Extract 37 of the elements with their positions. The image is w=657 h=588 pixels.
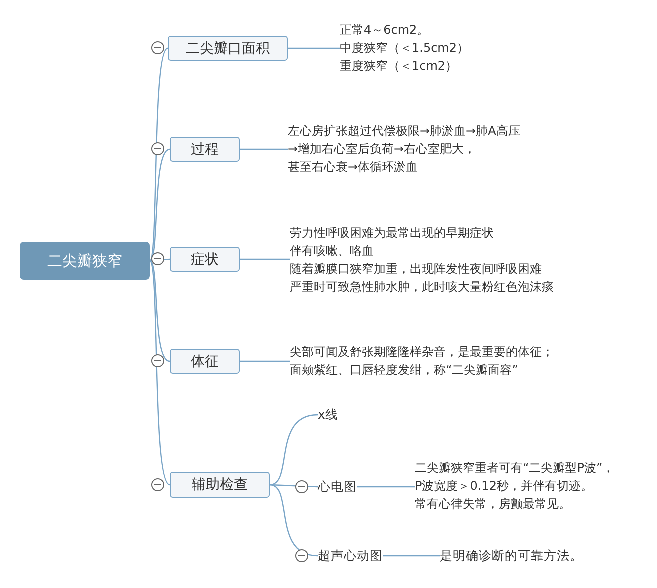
topic-text: 超声心动图 xyxy=(318,547,383,565)
branch-line xyxy=(270,484,318,488)
branch-line xyxy=(149,260,170,486)
note-text: 正常4～6cm2。 xyxy=(340,22,430,39)
note-text: 严重时可致急性肺水肿，此时咳大量粉红色泡沫痰 xyxy=(290,279,554,296)
note-text: 甚至右心衰→体循环淤血 xyxy=(288,159,418,176)
branch-line xyxy=(270,484,318,557)
note-text: 二尖瓣狭窄重者可有“二尖瓣型P波”， xyxy=(415,460,615,477)
topic-text: 心电图 xyxy=(318,478,357,496)
topic-box: 辅助检查 xyxy=(170,472,270,498)
branch-line xyxy=(270,414,318,486)
note-text: P波宽度＞0.12秒，并伴有切迹。 xyxy=(415,478,593,495)
topic-text: 是明确诊断的可靠方法。 xyxy=(440,547,583,565)
note-text: 重度狭窄（＜1cm2） xyxy=(340,58,458,75)
note-text: 中度狭窄（＜1.5cm2） xyxy=(340,40,470,57)
note-text: 面颊紫红、口唇轻度发绀，称“二尖瓣面容” xyxy=(290,362,518,379)
topic-box: 过程 xyxy=(170,137,240,162)
note-text: 左心房扩张超过代偿极限→肺淤血→肺A高压 xyxy=(288,123,520,140)
branch-line xyxy=(240,360,290,362)
note-text: 常有心律失常，房颤最常见。 xyxy=(415,496,571,513)
branch-line xyxy=(240,148,288,150)
topic-text: x线 xyxy=(318,406,338,424)
branch-line xyxy=(288,48,340,50)
note-text: 伴有咳嗽、咯血 xyxy=(290,243,374,260)
note-text: 尖部可闻及舒张期隆隆样杂音，是最重要的体征； xyxy=(290,344,554,361)
branch-line xyxy=(150,260,170,362)
branch-line xyxy=(149,48,168,262)
note-text: →增加右心室后负荷→右心室肥大， xyxy=(288,141,476,158)
branch-line xyxy=(383,555,440,557)
note-text: 随着瓣膜口狭窄加重，出现阵发性夜间呼吸困难 xyxy=(290,261,542,278)
note-text: 劳力性呼吸困难为最常出现的早期症状 xyxy=(290,225,494,242)
topic-box: 二尖瓣口面积 xyxy=(168,36,288,61)
branch-line xyxy=(240,258,290,260)
topic-box: 症状 xyxy=(170,247,240,272)
topic-box: 体征 xyxy=(170,349,240,374)
branch-line xyxy=(357,486,415,488)
root-topic-box: 二尖瓣狭窄 xyxy=(20,242,150,280)
